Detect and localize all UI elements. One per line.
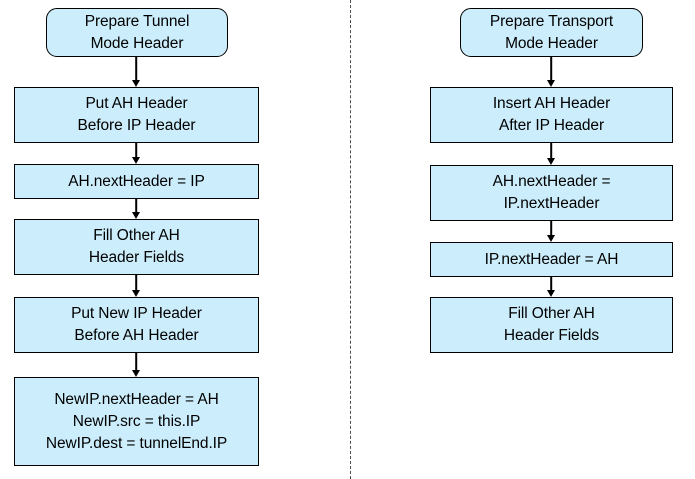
- arrowhead-icon: [547, 234, 555, 242]
- arrow-line: [135, 353, 137, 371]
- flow-node-tunnel-step-4[interactable]: Put New IP Header Before AH Header: [14, 297, 259, 353]
- flow-node-tunnel-start[interactable]: Prepare Tunnel Mode Header: [46, 8, 228, 57]
- column-divider: [350, 0, 351, 479]
- arrow-line: [135, 57, 137, 81]
- arrowhead-icon: [547, 79, 555, 87]
- flow-node-tunnel-step-2[interactable]: AH.nextHeader = IP: [14, 164, 259, 199]
- flow-node-tunnel-step-5[interactable]: NewIP.nextHeader = AH NewIP.src = this.I…: [14, 377, 259, 466]
- arrow-line: [550, 143, 552, 159]
- flow-node-transport-step-2[interactable]: AH.nextHeader = IP.nextHeader: [430, 165, 673, 221]
- arrowhead-icon: [547, 157, 555, 165]
- arrowhead-icon: [547, 289, 555, 297]
- arrowhead-icon: [132, 79, 140, 87]
- arrow-line: [550, 277, 552, 291]
- arrowhead-icon: [132, 369, 140, 377]
- arrowhead-icon: [132, 156, 140, 164]
- flow-node-transport-step-1[interactable]: Insert AH Header After IP Header: [430, 87, 673, 143]
- arrowhead-icon: [132, 211, 140, 219]
- flow-node-tunnel-step-1[interactable]: Put AH Header Before IP Header: [14, 87, 259, 143]
- arrow-line: [550, 57, 552, 81]
- arrow-line: [550, 221, 552, 236]
- arrow-line: [135, 275, 137, 291]
- arrow-line: [135, 199, 137, 213]
- arrowhead-icon: [132, 289, 140, 297]
- arrow-line: [135, 143, 137, 158]
- flow-node-tunnel-step-3[interactable]: Fill Other AH Header Fields: [14, 219, 259, 275]
- flow-node-transport-start[interactable]: Prepare Transport Mode Header: [460, 8, 643, 57]
- flow-node-transport-step-4[interactable]: Fill Other AH Header Fields: [430, 297, 673, 353]
- flow-node-transport-step-3[interactable]: IP.nextHeader = AH: [430, 242, 673, 277]
